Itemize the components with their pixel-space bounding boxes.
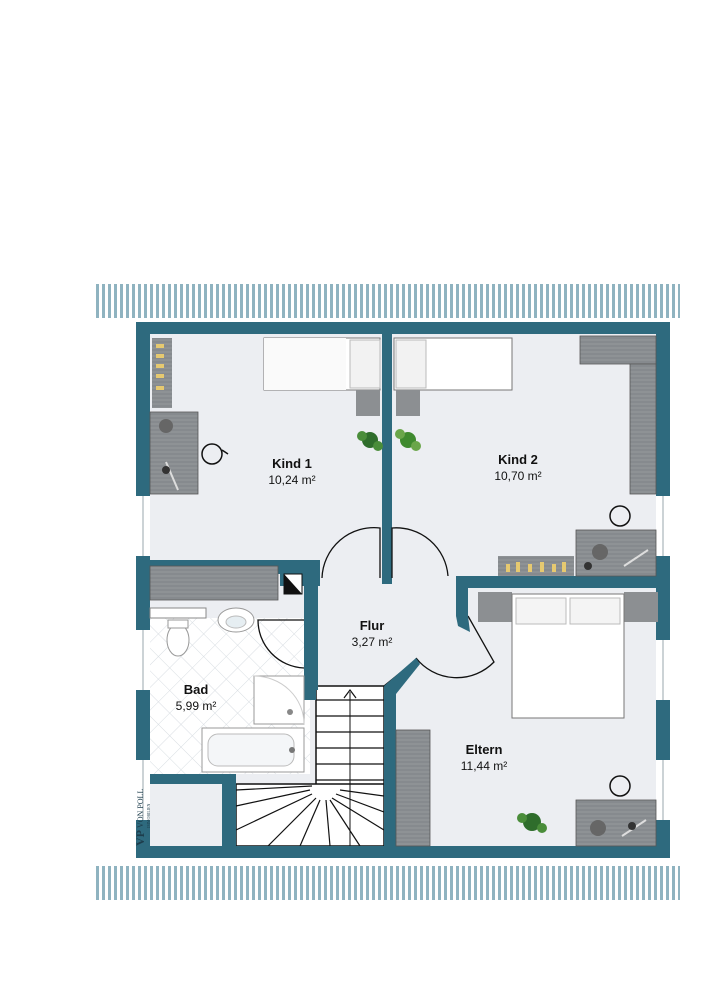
wardrobe-eltern: [395, 729, 431, 847]
outer-walls: [136, 322, 670, 858]
bath-partition: [149, 607, 207, 619]
room-area-eltern: 11,44 m²: [461, 759, 507, 773]
brand-logo: VP VON POLL IMMOBILIEN: [133, 789, 151, 846]
room-area-kind1: 10,24 m²: [268, 473, 315, 487]
shelf-kind1: [152, 338, 172, 408]
chair-kind1: [201, 443, 229, 465]
interior-walls: [150, 334, 660, 848]
wardrobe-kind1: [149, 565, 303, 601]
shelf-kind2: [498, 556, 574, 576]
chair-eltern: [609, 775, 631, 797]
desk-eltern: [575, 799, 657, 847]
roof-edge-top: [96, 284, 680, 318]
windows: [142, 496, 664, 820]
svg-text:VP: VP: [133, 830, 147, 846]
plant-eltern: [517, 813, 547, 833]
door-hall-diagonal: [384, 658, 420, 694]
room-label-flur: Flur: [360, 618, 385, 633]
toilet: [166, 619, 190, 657]
roof-edge-bottom: [96, 866, 680, 900]
room-label-eltern: Eltern: [466, 742, 503, 757]
room-area-bad: 5,99 m²: [176, 699, 217, 713]
washbasin: [217, 607, 255, 633]
room-area-flur: 3,27 m²: [352, 635, 393, 649]
bed-kind2: [393, 337, 513, 416]
plant-kind1: [357, 431, 383, 451]
wardrobe-kind2: [579, 335, 657, 495]
shower: [253, 675, 305, 725]
room-area-kind2: 10,70 m²: [494, 469, 541, 483]
room-label-bad: Bad: [184, 682, 209, 697]
room-label-kind1: Kind 1: [272, 456, 312, 471]
svg-text:IMMOBILIEN: IMMOBILIEN: [146, 803, 151, 828]
bed-eltern: [478, 592, 658, 719]
door-eltern-jamb: [456, 616, 470, 632]
room-label-kind2: Kind 2: [498, 452, 538, 467]
bathtub: [201, 727, 305, 773]
svg-text:VON POLL: VON POLL: [136, 789, 145, 828]
chair-kind2: [609, 505, 631, 527]
plant-kind2: [395, 429, 421, 451]
bed-kind1: [263, 337, 381, 416]
desk-kind1: [149, 411, 199, 495]
desk-kind2: [575, 529, 657, 577]
